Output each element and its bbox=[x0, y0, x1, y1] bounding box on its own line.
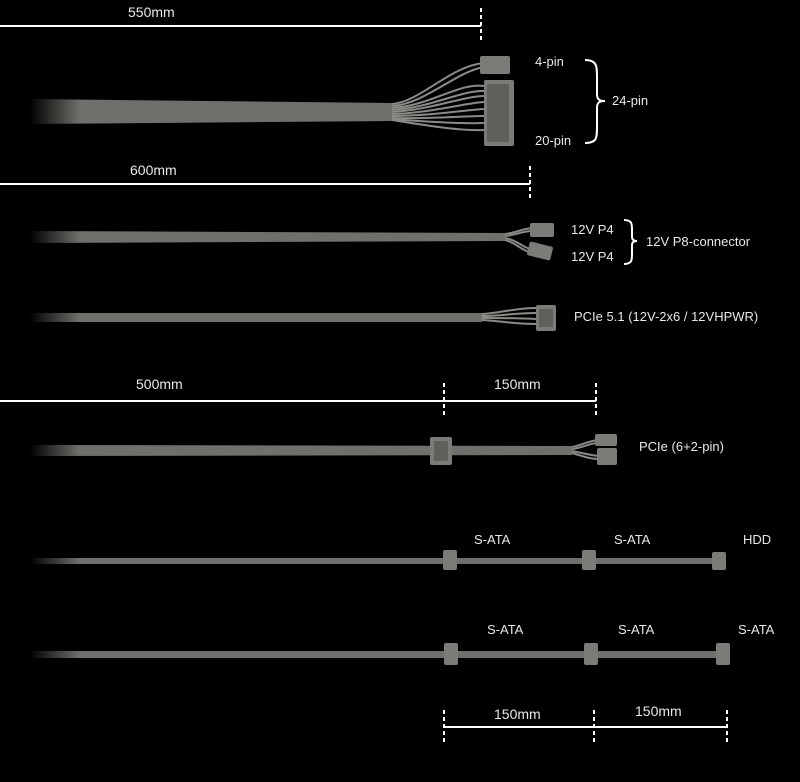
pcie5-cable bbox=[30, 305, 556, 331]
brace-p8 bbox=[623, 219, 638, 265]
cpu-p8-label: 12V P8-connector bbox=[646, 234, 751, 249]
sata-cable bbox=[30, 643, 730, 665]
cpu-p4-bottom-label: 12V P4 bbox=[571, 249, 614, 264]
dimension-150-bottom-left-label: 150mm bbox=[494, 706, 541, 722]
atx-24pin-cable bbox=[30, 56, 514, 146]
pcie62-cable bbox=[30, 434, 617, 465]
cpu-p4-top-label: 12V P4 bbox=[571, 222, 614, 237]
pcie62-label: PCIe (6+2-pin) bbox=[639, 439, 724, 454]
dimension-line-600 bbox=[0, 166, 531, 198]
sata-hdd-cable bbox=[30, 550, 726, 570]
dimension-line-500-150 bbox=[0, 383, 597, 418]
sata-c2-label: S-ATA bbox=[618, 622, 655, 637]
sata-c1-label: S-ATA bbox=[487, 622, 524, 637]
pcie5-label: PCIe 5.1 (12V-2x6 / 12VHPWR) bbox=[574, 309, 759, 324]
atx-20pin-label: 20-pin bbox=[535, 133, 572, 148]
dimension-150-top-label: 150mm bbox=[494, 376, 541, 392]
atx-24pin-label: 24-pin bbox=[612, 93, 649, 108]
dimension-line-550 bbox=[0, 8, 482, 40]
sata-c3-label: S-ATA bbox=[738, 622, 775, 637]
sata-hdd-c2-label: S-ATA bbox=[614, 532, 651, 547]
sata-hdd-c1-label: S-ATA bbox=[474, 532, 511, 547]
dimension-150-bottom-right-label: 150mm bbox=[635, 703, 682, 719]
dimension-550-label: 550mm bbox=[128, 4, 175, 20]
dimension-500-label: 500mm bbox=[136, 376, 183, 392]
cpu-p8-cable bbox=[30, 223, 554, 261]
atx-4pin-label: 4-pin bbox=[535, 54, 564, 69]
dimension-600-label: 600mm bbox=[130, 162, 177, 178]
sata-hdd-c3-label: HDD bbox=[743, 532, 772, 547]
dimension-line-bottom bbox=[443, 710, 728, 744]
brace-24pin bbox=[584, 59, 606, 144]
